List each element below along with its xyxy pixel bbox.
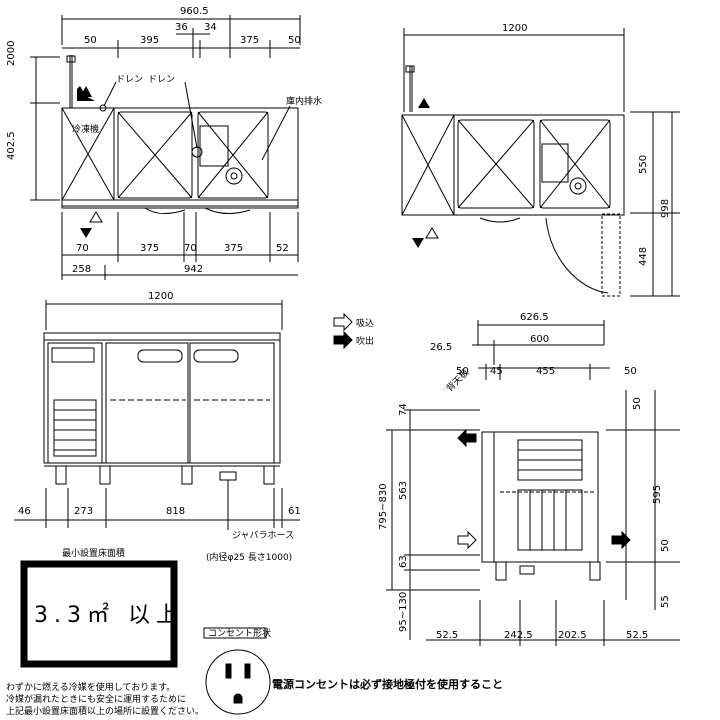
- label-drain1: ドレン: [116, 75, 143, 85]
- label-inner-drain: 庫内排水: [286, 95, 322, 107]
- dim-402-5: 402.5: [6, 131, 17, 160]
- warning-line-3: 上記最小設置床面積以上の場所に設置ください。: [6, 705, 204, 717]
- dim-1200-front: 1200: [148, 291, 173, 302]
- dim-375b: 375: [224, 243, 243, 254]
- label-hose: ジャバラホース: [232, 530, 294, 541]
- dim-52-5-a: 52.5: [436, 630, 458, 641]
- dim-395: 395: [140, 35, 159, 46]
- side-view: [386, 320, 680, 646]
- label-drain2: ドレン: [148, 75, 175, 85]
- top-view-left: [30, 15, 301, 280]
- dim-273: 273: [74, 506, 93, 517]
- airflow-legend: [333, 312, 353, 350]
- dim-26-5: 26.5: [430, 342, 452, 353]
- dim-52: 52: [276, 243, 289, 254]
- dim-998: 998: [660, 199, 671, 218]
- outlet-title: コンセント形状: [208, 627, 271, 639]
- dim-595: 595: [652, 485, 663, 504]
- dim-1200-top: 1200: [502, 23, 527, 34]
- dim-375a: 375: [140, 243, 159, 254]
- legend-exhaust: 吹出: [356, 335, 374, 347]
- dim-448: 448: [638, 247, 649, 266]
- dim-202-5: 202.5: [558, 630, 587, 641]
- dim-455: 455: [536, 366, 555, 377]
- dim-61: 61: [288, 506, 301, 517]
- dim-242-5: 242.5: [504, 630, 533, 641]
- outlet-icon: [205, 649, 271, 715]
- min-area-box: [20, 560, 178, 668]
- dim-63: 63: [398, 555, 409, 568]
- dim-626-5: 626.5: [520, 312, 549, 323]
- dim-45: 45: [490, 366, 503, 377]
- dim-818: 818: [166, 506, 185, 517]
- dim-50-right-a: 50: [632, 397, 643, 410]
- min-area-value: 3.3㎡ 以上: [34, 602, 184, 628]
- dim-74: 74: [398, 403, 409, 416]
- dim-36: 36: [175, 22, 188, 33]
- dim-563: 563: [398, 481, 409, 500]
- dim-50a: 50: [84, 35, 97, 46]
- dim-550: 550: [638, 155, 649, 174]
- dim-50-right-b: 50: [660, 539, 671, 552]
- dim-375: 375: [240, 35, 259, 46]
- dim-942: 942: [184, 264, 203, 275]
- dim-960-5: 960.5: [180, 6, 209, 17]
- dim-55: 55: [660, 595, 671, 608]
- dim-95-130: 95~130: [398, 592, 409, 632]
- front-view: [14, 300, 300, 530]
- dim-795-830: 795~830: [378, 483, 389, 530]
- legend-intake: 吸込: [356, 318, 374, 329]
- dim-258: 258: [72, 264, 91, 275]
- dim-50-side: 50: [456, 366, 469, 377]
- dim-46: 46: [18, 506, 31, 517]
- dim-50b: 50: [288, 35, 301, 46]
- dim-50-side-r: 50: [624, 366, 637, 377]
- label-hose-spec: (内径φ25 長さ1000): [206, 551, 292, 563]
- warning-line-2: 冷媒が漏れたときにも安全に運用するために: [6, 693, 186, 705]
- dim-34: 34: [204, 22, 217, 33]
- top-view-right: [401, 28, 680, 297]
- warning-line-1: わずかに燃える冷媒を使用しております。: [6, 681, 175, 693]
- dim-52-5-b: 52.5: [626, 630, 648, 641]
- dim-70a: 70: [76, 243, 89, 254]
- dim-70b: 70: [184, 243, 197, 254]
- outlet-note: 電源コンセントは必ず接地極付を使用すること: [272, 677, 503, 691]
- min-area-title: 最小設置床面積: [62, 547, 125, 559]
- dim-2000: 2000: [6, 41, 17, 66]
- outlet-title-box: [203, 627, 267, 639]
- dim-600: 600: [530, 334, 549, 345]
- label-freezer: 冷凍機: [72, 123, 99, 135]
